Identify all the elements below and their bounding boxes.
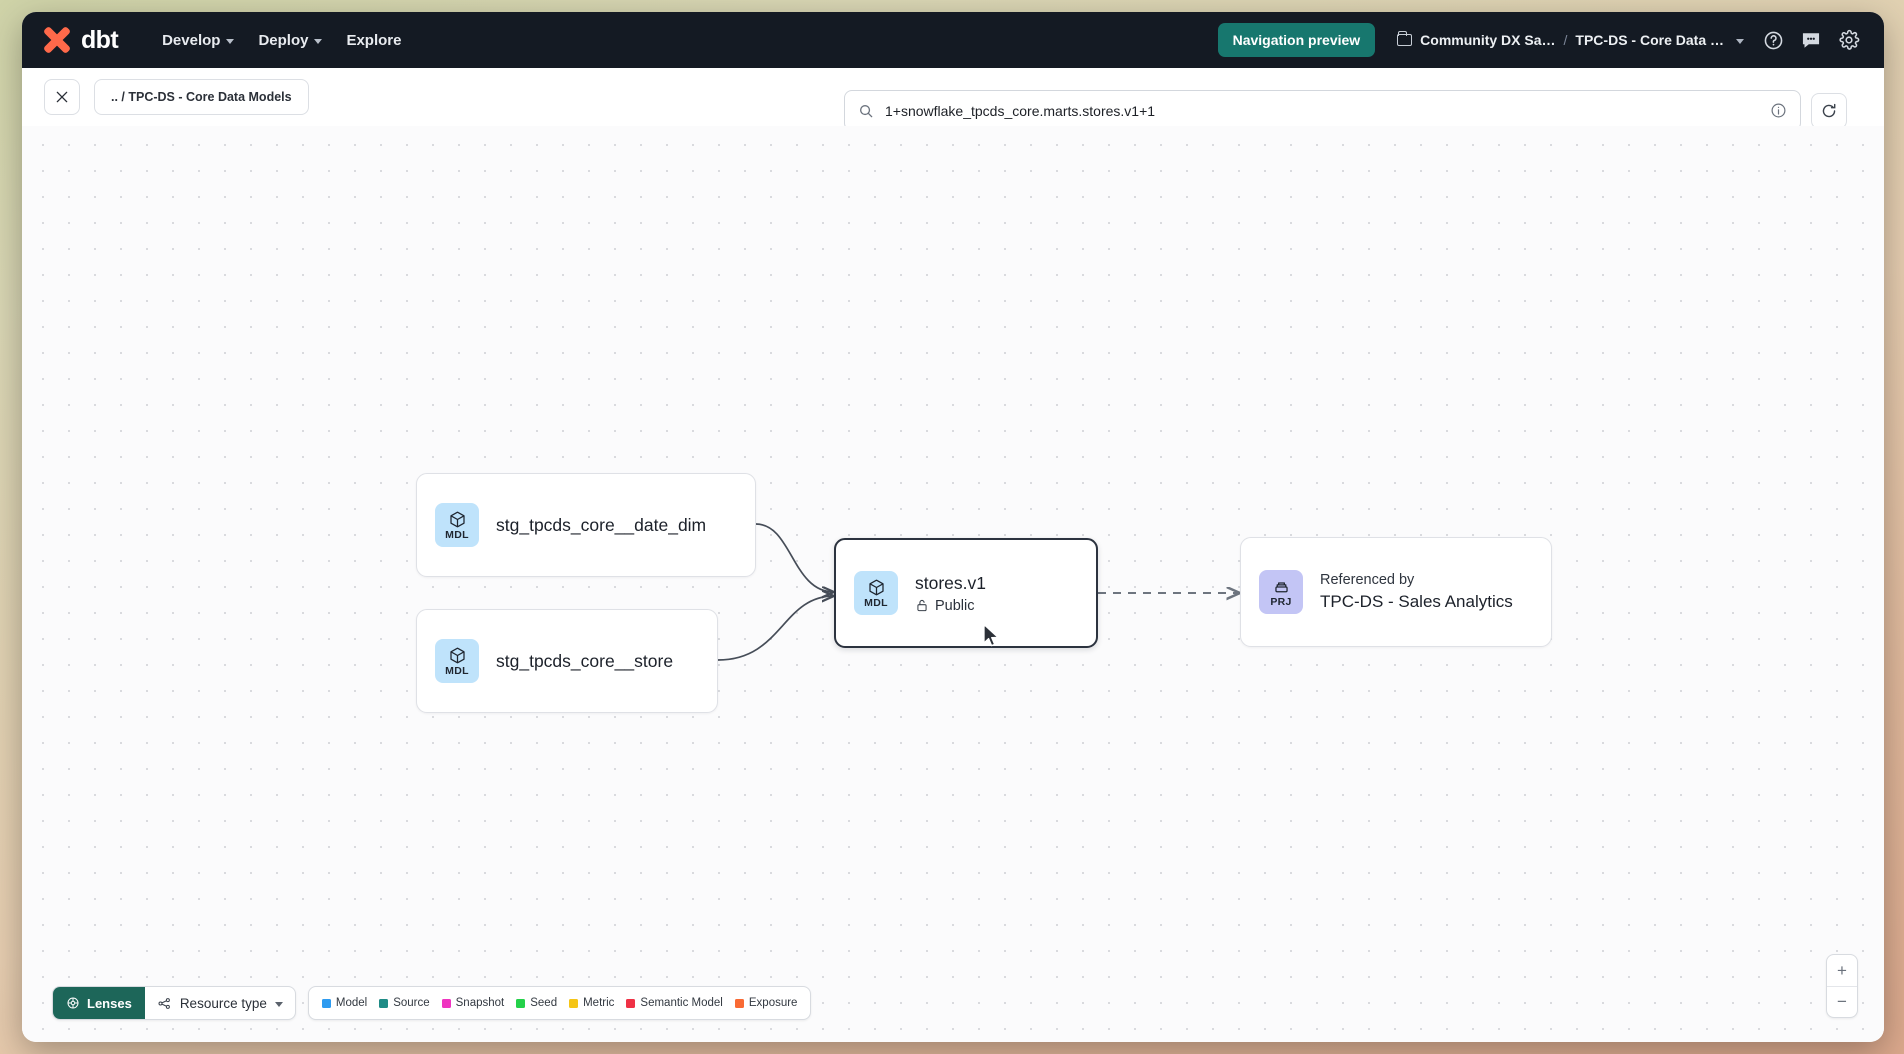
search-area: 1+snowflake_tpcds_core.marts.stores.v1+1 — [844, 90, 1847, 131]
badge-label: PRJ — [1270, 595, 1292, 608]
legend-item[interactable]: Metric — [569, 997, 614, 1009]
edge-store-to-stores — [717, 596, 834, 661]
cube-icon — [868, 579, 884, 596]
graph-node-stg-tpcds-core-store[interactable]: MDL stg_tpcds_core__store — [416, 609, 718, 713]
legend-item[interactable]: Model — [321, 997, 368, 1009]
node-title: stg_tpcds_core__date_dim — [496, 514, 707, 535]
lenses-button[interactable]: Lenses — [53, 987, 145, 1019]
search-input[interactable]: 1+snowflake_tpcds_core.marts.stores.v1+1 — [885, 102, 1156, 119]
lens-control-group: Lenses Resource type — [52, 986, 296, 1020]
feedback-icon[interactable] — [1798, 27, 1824, 53]
cube-icon — [449, 647, 465, 664]
chevron-down-icon — [314, 38, 323, 44]
node-kicker: Referenced by — [1320, 572, 1415, 589]
legend-swatch — [569, 998, 579, 1008]
lineage-toolbar: .. / TPC-DS - Core Data Models — [22, 68, 1884, 126]
node-access-label: Public — [935, 597, 975, 614]
legend-swatch — [626, 998, 636, 1008]
edge-date-dim-to-stores — [755, 523, 834, 592]
unlock-icon — [917, 599, 927, 612]
badge-label: MDL — [445, 664, 469, 677]
refresh-button[interactable] — [1811, 92, 1847, 129]
lens-icon — [67, 997, 79, 1009]
zoom-controls: + − — [1826, 954, 1858, 1018]
resource-badge-model: MDL — [435, 639, 479, 683]
badge-label: MDL — [445, 528, 469, 541]
nav-item-develop[interactable]: Develop — [150, 25, 246, 56]
top-navigation-bar: dbt Develop Deploy Explore Navigation pr… — [22, 12, 1884, 68]
legend-label: Seed — [530, 997, 558, 1009]
lineage-canvas[interactable]: MDL stg_tpcds_core__date_dim MDL stg_tpc… — [22, 126, 1884, 1042]
resource-type-label: Resource type — [179, 995, 267, 1011]
legend-item[interactable]: Seed — [516, 997, 557, 1009]
project-name[interactable]: TPC-DS - Core Data … — [1575, 32, 1724, 48]
legend-swatch — [441, 998, 451, 1008]
nav-item-deploy[interactable]: Deploy — [246, 25, 334, 56]
legend-label: Metric — [583, 997, 615, 1009]
chevron-down-icon[interactable] — [1736, 38, 1744, 44]
account-name[interactable]: Community DX Sa… — [1420, 32, 1556, 48]
lineage-bottom-bar: Lenses Resource type Model Source Snapshot… — [52, 986, 812, 1020]
close-button[interactable] — [44, 79, 80, 115]
node-title: stg_tpcds_core__store — [496, 650, 674, 671]
brand-name: dbt — [81, 25, 119, 54]
legend-label: Exposure — [748, 997, 798, 1009]
lenses-label: Lenses — [87, 995, 132, 1011]
app-window: dbt Develop Deploy Explore Navigation pr… — [22, 12, 1884, 1042]
chevron-down-icon — [274, 1001, 283, 1007]
navigation-preview-button[interactable]: Navigation preview — [1217, 23, 1376, 57]
folder-icon — [1397, 30, 1413, 46]
node-title: TPC-DS - Sales Analytics — [1320, 591, 1513, 611]
node-access: Public — [915, 598, 986, 614]
legend-label: Snapshot — [455, 997, 505, 1009]
settings-gear-icon[interactable] — [1836, 27, 1862, 53]
dbt-x-icon — [42, 25, 72, 55]
legend-label: Model — [335, 997, 368, 1009]
resource-type-icon — [158, 997, 170, 1009]
graph-node-stg-tpcds-core-date-dim[interactable]: MDL stg_tpcds_core__date_dim — [416, 473, 756, 577]
graph-node-stores-v1[interactable]: MDL stores.v1 Public — [834, 538, 1098, 648]
info-icon — [1771, 103, 1786, 118]
legend-item[interactable]: Snapshot — [441, 997, 505, 1009]
resource-badge-model: MDL — [435, 503, 479, 547]
node-title: stores.v1 — [915, 572, 986, 593]
node-text: stg_tpcds_core__store — [496, 651, 673, 672]
resource-badge-model: MDL — [854, 571, 898, 615]
graph-node-project-tpc-ds-sales-analytics[interactable]: PRJ Referenced by TPC-DS - Sales Analyti… — [1240, 537, 1552, 647]
project-stack-icon — [1274, 582, 1288, 593]
legend-swatch — [734, 998, 744, 1008]
nav-item-explore-label: Explore — [346, 31, 402, 49]
zoom-out-button[interactable]: − — [1827, 986, 1857, 1017]
badge-label: MDL — [864, 596, 888, 609]
legend-item[interactable]: Semantic Model — [626, 997, 723, 1009]
resource-badge-project: PRJ — [1259, 570, 1303, 614]
node-text: stores.v1 Public — [915, 573, 986, 614]
account-project-breadcrumb: Community DX Sa… / TPC-DS - Core Data … — [1397, 30, 1748, 48]
legend-swatch — [379, 998, 389, 1008]
dbt-logo[interactable]: dbt — [42, 25, 119, 55]
node-text: Referenced by TPC-DS - Sales Analytics — [1320, 571, 1513, 613]
nav-item-deploy-label: Deploy — [258, 31, 309, 49]
chevron-down-icon — [226, 38, 235, 44]
resource-type-legend: Model Source Snapshot Seed Metric Semantic Mo… — [307, 986, 812, 1020]
breadcrumb-button[interactable]: .. / TPC-DS - Core Data Models — [94, 79, 309, 115]
help-icon[interactable] — [1760, 27, 1786, 53]
legend-label: Semantic Model — [640, 997, 723, 1009]
breadcrumb-separator: / — [1563, 32, 1568, 48]
legend-swatch — [516, 998, 526, 1008]
legend-item[interactable]: Exposure — [734, 997, 798, 1009]
legend-swatch — [321, 998, 331, 1008]
zoom-in-button[interactable]: + — [1837, 960, 1847, 980]
search-icon — [860, 104, 873, 117]
cube-icon — [449, 511, 465, 528]
legend-label: Source — [393, 997, 430, 1009]
legend-item[interactable]: Source — [379, 997, 430, 1009]
node-text: stg_tpcds_core__date_dim — [496, 515, 706, 536]
nav-item-explore[interactable]: Explore — [334, 25, 413, 56]
resource-type-dropdown[interactable]: Resource type — [145, 987, 295, 1019]
nav-item-develop-label: Develop — [162, 31, 221, 49]
